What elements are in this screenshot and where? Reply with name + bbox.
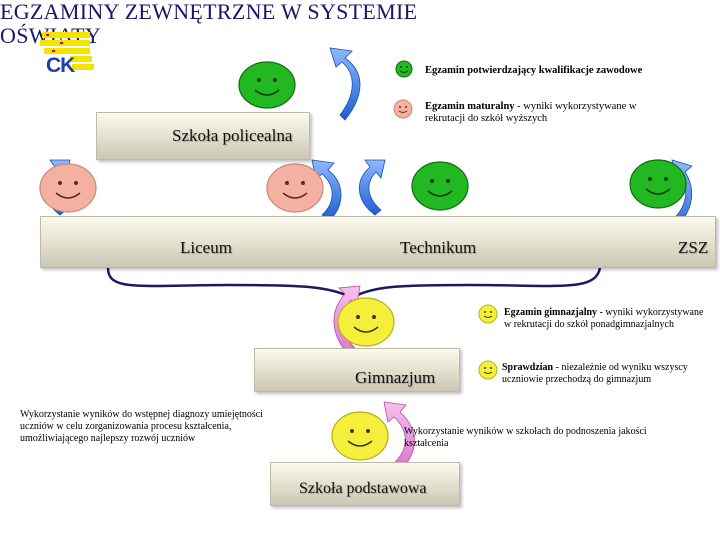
upper-secondary-bar xyxy=(40,216,716,268)
right-note: Wykorzystanie wyników w szkołach do podn… xyxy=(404,426,647,449)
gimnazjum-bar xyxy=(254,348,460,392)
podstawowa-bar xyxy=(270,462,460,506)
left-note: Wykorzystanie wyników do wstępnej diagno… xyxy=(20,409,263,444)
legend-green-label: Egzamin potwierdzający kwalifikacje zawo… xyxy=(425,65,643,76)
policealna-label: Szkoła policealna xyxy=(172,126,293,145)
arrow-technikum xyxy=(358,159,386,216)
logo: CK xyxy=(40,30,96,78)
legend-pink: Egzamin maturalny - wyniki wykorzystywan… xyxy=(425,101,637,124)
arrow-policealna xyxy=(329,47,361,121)
arrow-podstawowa xyxy=(383,401,415,476)
podstawowa-label: Szkoła podstawowa xyxy=(299,480,427,497)
technikum-label: Technikum xyxy=(400,238,477,257)
policealna-bar xyxy=(96,112,310,160)
gimnazjum-label: Gimnazjum xyxy=(355,368,436,387)
logo-text: CK xyxy=(46,54,75,77)
liceum-label: Liceum xyxy=(180,238,232,257)
zsz-label: ZSZ xyxy=(678,238,709,257)
gimnazjum-note: Egzamin gimnazjalny - wyniki wykorzystyw… xyxy=(504,307,704,330)
sprawdzian-note: Sprawdzian - niezależnie od wyniku wszys… xyxy=(502,362,688,385)
